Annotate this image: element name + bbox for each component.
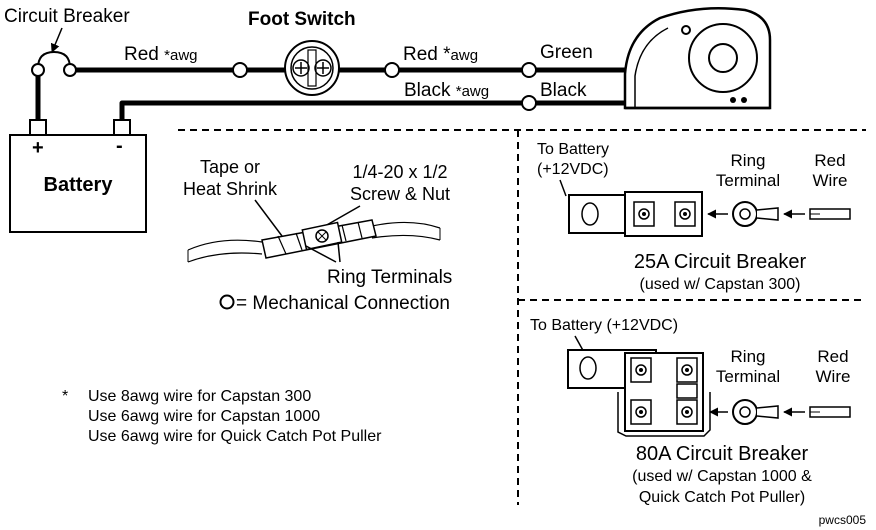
battery-minus: -	[116, 135, 123, 157]
reference-code: pwcs005	[819, 513, 867, 527]
foot-switch-label: Foot Switch	[248, 9, 356, 30]
cb80-battery-label: To Battery (+12VDC)	[530, 317, 678, 334]
tape-leader	[254, 199, 283, 237]
foot-switch-icon	[284, 40, 340, 96]
cb25-battery-label-2: (+12VDC)	[537, 161, 609, 178]
screw-leader	[324, 205, 361, 227]
connection-node-1	[232, 62, 248, 78]
green-label: Green	[540, 42, 593, 63]
tape-label-1: Tape or	[200, 157, 260, 177]
red-awg-label-1: Red *awg	[124, 44, 198, 65]
battery-plus: +	[32, 137, 44, 159]
circuit-breaker-leader	[50, 27, 63, 53]
mechanical-connection-symbol	[219, 294, 235, 310]
cb80-subtitle-2: Quick Catch Pot Puller)	[639, 489, 805, 506]
connection-node-2	[384, 62, 400, 78]
connection-node-4	[521, 95, 537, 111]
breaker-node-left	[31, 63, 45, 77]
cb80-breaker-icon	[567, 349, 711, 437]
battery-icon	[9, 119, 147, 233]
red-awg-label-2: Red *awg	[403, 44, 478, 65]
breaker-node-right	[63, 63, 77, 77]
cb80-ring-label-2: Terminal	[716, 367, 780, 386]
cb80-ring-label-1: Ring	[731, 347, 766, 366]
cb25-subtitle: (used w/ Capstan 300)	[640, 276, 801, 293]
cb25-ring-label-1: Ring	[731, 151, 766, 170]
cb25-battery-label-1: To Battery	[537, 141, 609, 158]
note-line-3: Use 6awg wire for Quick Catch Pot Puller	[88, 428, 382, 445]
splice-illustration	[187, 219, 441, 263]
cb80-red-label-2: Wire	[816, 367, 851, 386]
black-wire-1	[119, 100, 522, 120]
screw-label-2: Screw & Nut	[350, 184, 450, 204]
cb80-red-label-1: Red	[817, 347, 848, 366]
cb25-ring-terminal-icon	[732, 201, 779, 227]
circuit-breaker-label: Circuit Breaker	[4, 6, 130, 27]
cb25-red-wire-icon	[809, 208, 851, 220]
ring-leader-2	[337, 241, 341, 263]
mechanical-connection-label: = Mechanical Connection	[236, 293, 450, 314]
cb25-breaker-icon	[568, 191, 703, 237]
tape-label-2: Heat Shrink	[183, 179, 278, 199]
cb80-red-wire-icon	[809, 406, 851, 418]
note-line-1: Use 8awg wire for Capstan 300	[88, 388, 311, 405]
cb25-red-label-1: Red	[814, 151, 845, 170]
cb25-red-label-2: Wire	[813, 171, 848, 190]
note-line-2: Use 6awg wire for Capstan 1000	[88, 408, 320, 425]
cb25-title: 25A Circuit Breaker	[634, 251, 807, 273]
cb80-ring-terminal-icon	[732, 399, 779, 425]
battery-label: Battery	[44, 174, 114, 196]
circuit-breaker-symbol	[37, 50, 71, 69]
capstan-icon	[623, 6, 772, 110]
screw-label-1: 1/4-20 x 1/2	[352, 162, 447, 182]
black-label: Black	[540, 80, 587, 101]
note-star: *	[62, 388, 68, 405]
ring-leader-1	[305, 245, 337, 263]
ring-terminals-label: Ring Terminals	[327, 267, 452, 288]
connection-node-3	[521, 62, 537, 78]
cb25-ring-label-2: Terminal	[716, 171, 780, 190]
cb25-battery-leader	[559, 179, 567, 197]
cb80-title: 80A Circuit Breaker	[636, 443, 809, 465]
black-awg-label: Black *awg	[404, 80, 489, 101]
cb80-subtitle-1: (used w/ Capstan 1000 &	[632, 468, 812, 485]
